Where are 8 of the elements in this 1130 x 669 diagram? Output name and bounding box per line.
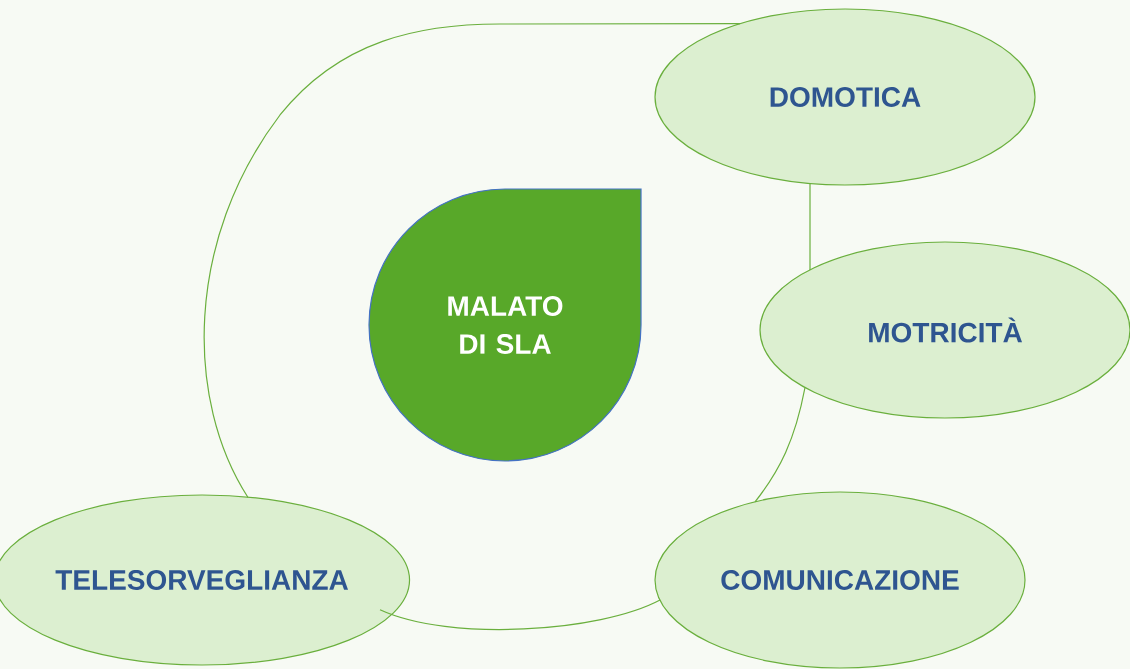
ellipse-node: MOTRICITÀ (759, 241, 1130, 419)
connector-line (809, 182, 811, 271)
ellipse-node: COMUNICAZIONE (654, 491, 1026, 669)
ellipse-node: DOMOTICA (654, 8, 1036, 186)
connector-line (754, 386, 806, 503)
ellipse-node: TELESORVEGLIANZA (0, 494, 411, 666)
connector-line (203, 23, 741, 499)
connector-line (379, 599, 661, 631)
